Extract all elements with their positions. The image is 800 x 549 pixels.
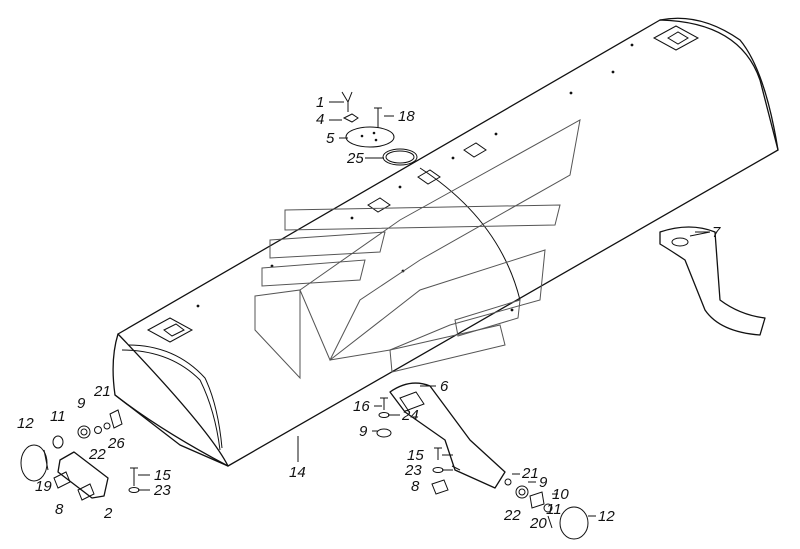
callout-9: 9 bbox=[539, 474, 548, 491]
callout-11: 11 bbox=[546, 501, 562, 518]
callout-20: 20 bbox=[529, 515, 547, 532]
callout-11: 11 bbox=[50, 408, 66, 425]
callout-21: 21 bbox=[93, 383, 111, 400]
callout-10: 10 bbox=[552, 486, 569, 503]
bracket-7 bbox=[659, 226, 766, 336]
callout-22: 22 bbox=[88, 446, 106, 463]
bracket-6 bbox=[389, 382, 506, 489]
callout-6: 6 bbox=[440, 378, 449, 395]
callout-15: 15 bbox=[407, 447, 424, 464]
callout-1: 1 bbox=[316, 94, 324, 111]
callout-9: 9 bbox=[359, 423, 368, 440]
cap-assembly bbox=[341, 91, 418, 166]
callout-22: 22 bbox=[503, 507, 521, 524]
leader-lines bbox=[138, 101, 710, 517]
callout-24: 24 bbox=[401, 407, 419, 424]
callout-26: 26 bbox=[107, 435, 125, 452]
chevron-logo bbox=[254, 119, 581, 380]
callout-23: 23 bbox=[404, 462, 422, 479]
callout-2: 2 bbox=[103, 505, 113, 522]
callout-14: 14 bbox=[289, 464, 306, 481]
callout-12: 12 bbox=[17, 415, 34, 432]
hardware-right bbox=[504, 478, 589, 540]
callout-8: 8 bbox=[55, 501, 64, 518]
callout-9: 9 bbox=[77, 395, 86, 412]
callout-15: 15 bbox=[154, 467, 171, 484]
callout-25: 25 bbox=[346, 150, 364, 167]
fairing-body bbox=[112, 17, 779, 467]
callout-18: 18 bbox=[398, 108, 415, 125]
callout-16: 16 bbox=[353, 398, 370, 415]
callout-21: 21 bbox=[521, 465, 539, 482]
hardware-left bbox=[20, 409, 140, 501]
callout-5: 5 bbox=[326, 130, 335, 147]
callout-8: 8 bbox=[411, 478, 420, 495]
callout-4: 4 bbox=[316, 111, 324, 128]
callout-12: 12 bbox=[598, 508, 615, 525]
callout-19: 19 bbox=[35, 478, 52, 495]
callout-labels: 1 4 18 5 25 7 6 16 24 9 15 23 8 14 12 11… bbox=[17, 94, 721, 532]
callout-23: 23 bbox=[153, 482, 171, 499]
callout-7: 7 bbox=[712, 224, 721, 241]
